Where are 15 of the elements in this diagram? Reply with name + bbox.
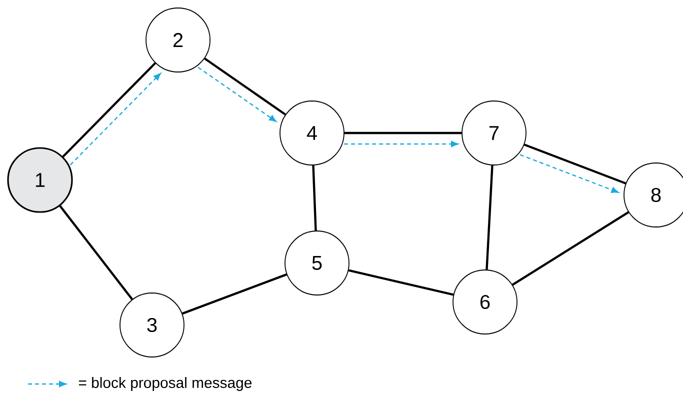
link-line <box>512 211 630 286</box>
link-line <box>182 273 288 315</box>
link-line <box>348 269 454 296</box>
link-line <box>204 58 286 116</box>
link-line <box>524 144 626 184</box>
link-line <box>59 205 134 300</box>
legend-text: = block proposal message <box>78 377 252 391</box>
link-line <box>312 165 317 231</box>
message-arrow <box>70 73 161 166</box>
message-arrow <box>520 154 619 193</box>
message-arrow <box>198 66 276 122</box>
link-line <box>344 132 462 134</box>
link-line <box>486 165 494 270</box>
link-line <box>62 62 156 158</box>
message-arrow <box>344 140 458 148</box>
